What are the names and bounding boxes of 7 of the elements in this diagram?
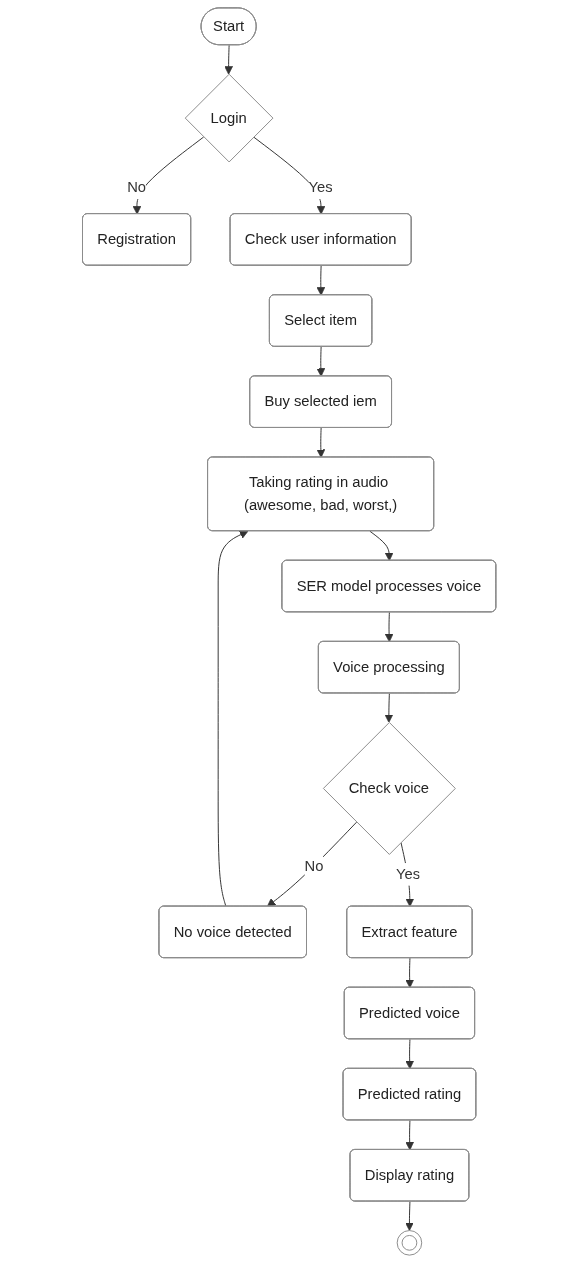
edge-label: Yes	[396, 865, 421, 882]
node-diamond: Login	[185, 73, 274, 163]
node-circle	[396, 1230, 423, 1256]
edge-label: No	[127, 178, 147, 196]
node-diamond: Check voice	[323, 721, 457, 855]
edge-label: Yes	[308, 178, 333, 196]
edge-label: No	[304, 857, 324, 875]
